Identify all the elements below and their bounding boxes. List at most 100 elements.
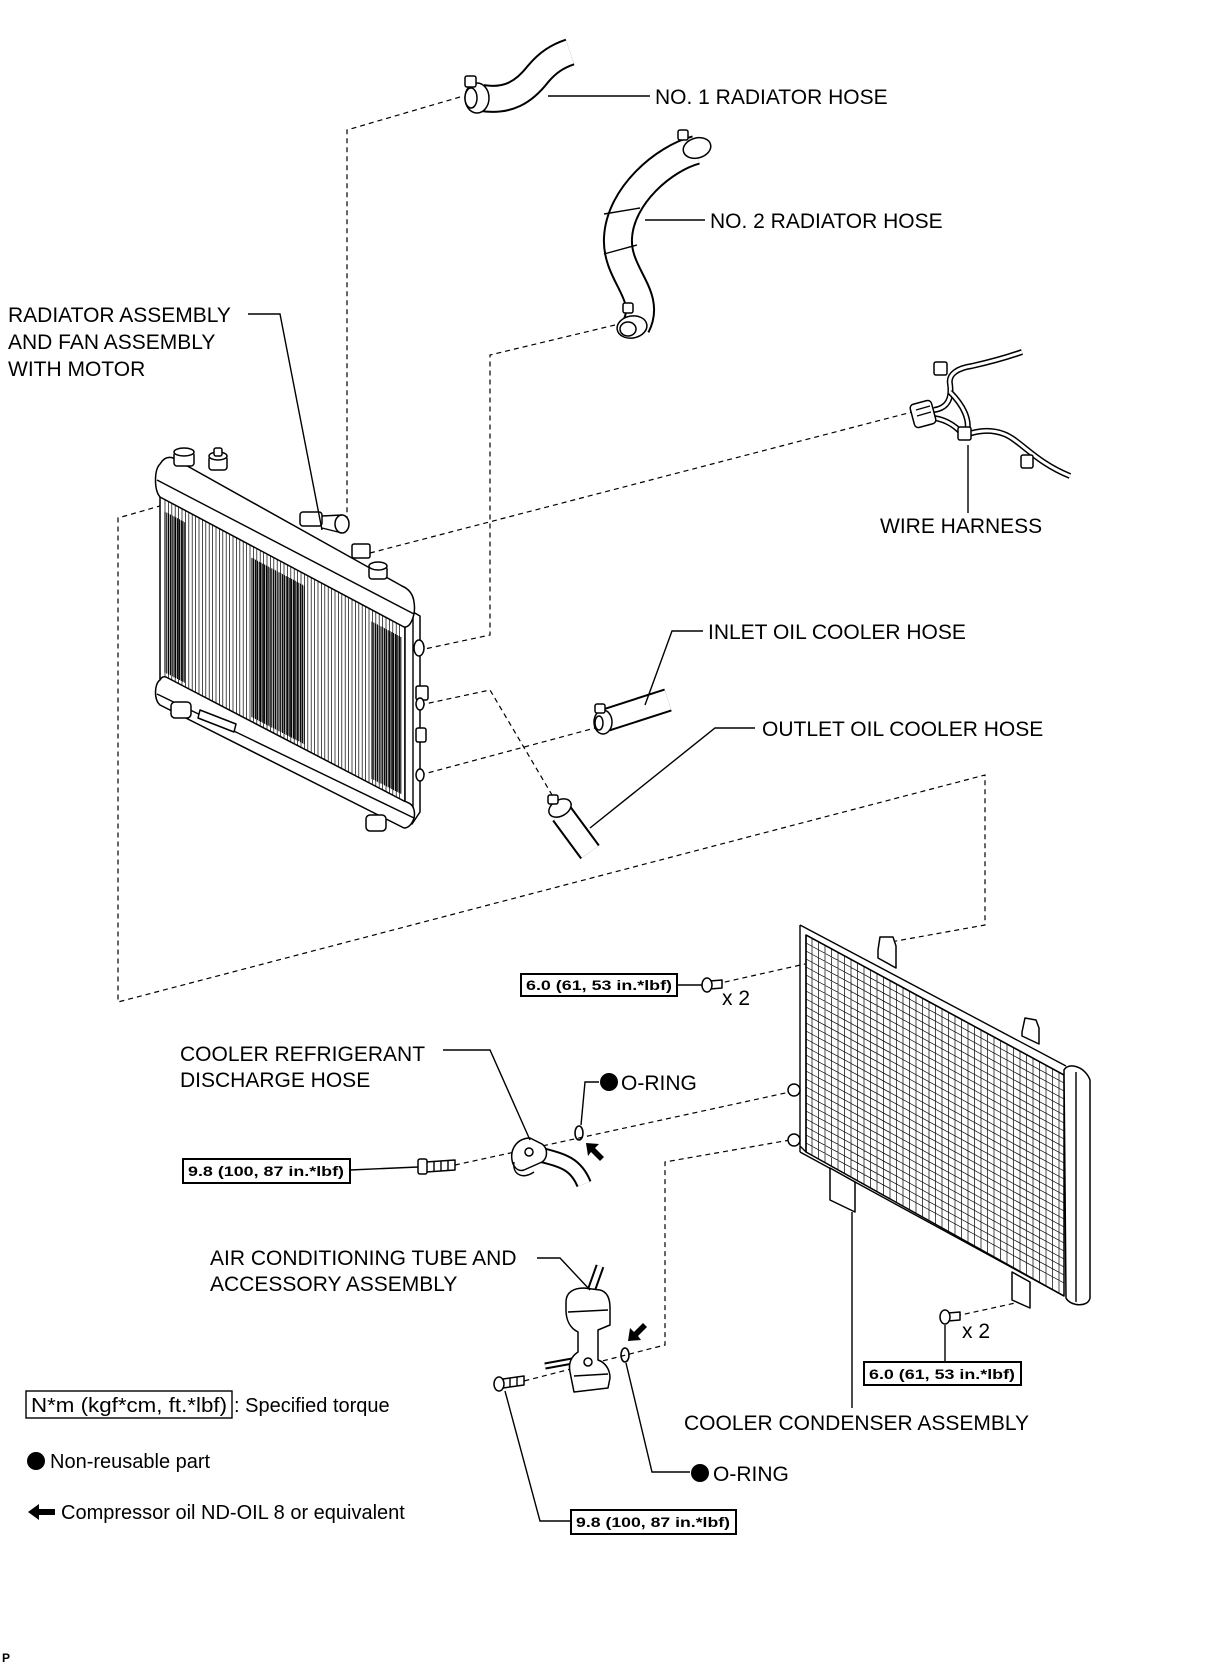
leader-o-ring-upper bbox=[580, 1081, 599, 1126]
no2-radiator-hose bbox=[603, 129, 712, 339]
quantity-condenser-upper-bolts: x 2 bbox=[722, 987, 750, 1010]
label-wire-harness: WIRE HARNESS bbox=[880, 515, 1042, 538]
dashed-line-no1-hose bbox=[346, 96, 461, 520]
ac-tube-block bbox=[565, 1287, 611, 1393]
label-no2-radiator-hose: NO. 2 RADIATOR HOSE bbox=[710, 210, 943, 233]
legend-torque-box bbox=[25, 1390, 233, 1419]
arrow-left-icon bbox=[28, 1504, 55, 1520]
label-radiator-assembly-line2: AND FAN ASSEMBLY bbox=[8, 331, 215, 354]
label-outlet-oil-cooler-hose: OUTLET OIL COOLER HOSE bbox=[762, 718, 1043, 741]
radiator-core-fin-shading bbox=[164, 511, 402, 794]
radiator-upper-tank-seam bbox=[156, 479, 415, 615]
leader-o-ring-lower bbox=[625, 1362, 690, 1473]
torque-value-condenser-lower: 6.0 (61, 53 in.*lbf) bbox=[869, 1367, 1015, 1382]
condenser-frame-top bbox=[799, 924, 1067, 1076]
condenser-lower-bracket bbox=[829, 1167, 856, 1213]
no1-radiator-hose bbox=[464, 38, 575, 114]
dashed-line-inlet-hose bbox=[419, 727, 596, 776]
leader-lines bbox=[248, 95, 969, 1522]
condenser-lower-bracket bbox=[1011, 1271, 1031, 1309]
torque-box-condenser-upper bbox=[520, 973, 678, 997]
radiator-assembly bbox=[154, 447, 429, 832]
label-cooler-condenser-assembly: COOLER CONDENSER ASSEMBLY bbox=[684, 1412, 1029, 1435]
radiator-lower-mount bbox=[170, 701, 192, 719]
dashed-line-ac-tube bbox=[519, 1139, 791, 1383]
leader-outlet-oil-cooler-hose bbox=[589, 727, 755, 829]
label-o-ring-upper: O-RING bbox=[621, 1072, 697, 1095]
hose-clamp-tab bbox=[677, 129, 689, 141]
compressor-oil-arrow-icon bbox=[628, 1323, 647, 1341]
oil-cooler-inlet-fitting bbox=[415, 768, 425, 782]
legend-torque-units: N*m (kgf*cm, ft.*lbf) bbox=[31, 1395, 227, 1417]
radiator-drain-boss bbox=[368, 561, 388, 580]
condenser-frame-left bbox=[799, 925, 807, 1152]
dashed-line-no2-hose bbox=[419, 324, 616, 651]
radiator-upper-tank bbox=[154, 456, 416, 628]
dashed-line-condenser-lower-bolt bbox=[955, 1301, 1021, 1317]
label-discharge-hose-line2: DISCHARGE HOSE bbox=[180, 1069, 370, 1092]
legend-torque-meaning: : Specified torque bbox=[234, 1395, 390, 1417]
dashed-line-condenser-upper-bolt bbox=[715, 963, 806, 985]
hose-clamp-tab bbox=[547, 794, 559, 805]
label-ac-tube-line1: AIR CONDITIONING TUBE AND bbox=[210, 1247, 516, 1270]
o-ring-lower bbox=[620, 1347, 630, 1363]
corner-mark: P bbox=[2, 1651, 10, 1665]
wire-harness bbox=[909, 349, 1072, 479]
torque-box-condenser-lower bbox=[863, 1361, 1022, 1386]
torque-value-ac-tube-bolt: 9.8 (100, 87 in.*lbf) bbox=[576, 1515, 730, 1530]
non-reusable-bullet-icon bbox=[691, 1464, 709, 1482]
label-radiator-assembly-line3: WITH MOTOR bbox=[8, 358, 145, 381]
wire-harness-clip bbox=[933, 361, 948, 376]
outlet-oil-cooler-hose bbox=[547, 794, 600, 860]
radiator-filler-neck bbox=[208, 447, 228, 471]
condenser-side-tank bbox=[1063, 1065, 1091, 1306]
ac-tube-and-accessory-assembly bbox=[544, 1264, 611, 1393]
hose-clamp-tab bbox=[594, 703, 606, 714]
label-radiator-assembly-line1: RADIATOR ASSEMBLY bbox=[8, 304, 231, 327]
condenser-upper-bracket bbox=[1021, 1017, 1040, 1045]
quantity-condenser-lower-bolts: x 2 bbox=[962, 1320, 990, 1343]
leader-torque-discharge-bolt bbox=[349, 1166, 419, 1171]
radiator-wire-connector bbox=[351, 543, 371, 559]
leader-discharge-hose bbox=[443, 1049, 531, 1141]
label-discharge-hose-line1: COOLER REFRIGERANT bbox=[180, 1043, 425, 1066]
legend-non-reusable-part: Non-reusable part bbox=[50, 1451, 211, 1473]
radiator-outlet-pipe bbox=[413, 639, 425, 657]
torque-value-discharge-hose-bolt: 9.8 (100, 87 in.*lbf) bbox=[188, 1164, 344, 1179]
condenser-mount-boss bbox=[787, 1133, 801, 1147]
radiator-cap bbox=[173, 447, 195, 467]
dashed-line-condenser-frame bbox=[117, 492, 986, 1003]
radiator-drain-pipe bbox=[197, 709, 237, 733]
label-inlet-oil-cooler-hose: INLET OIL COOLER HOSE bbox=[708, 621, 966, 644]
leader-torque-ac-tube-bolt bbox=[504, 1390, 571, 1522]
radiator-lower-tank bbox=[154, 676, 416, 829]
dashed-line-outlet-hose bbox=[419, 689, 556, 801]
cooler-refrigerant-discharge-hose bbox=[510, 1137, 592, 1188]
dashed-line-discharge-hose bbox=[454, 1091, 791, 1166]
hose-clamp-tab bbox=[464, 75, 477, 88]
label-ac-tube-line2: ACCESSORY ASSEMBLY bbox=[210, 1273, 457, 1296]
torque-specs: 6.0 (61, 53 in.*lbf) x 2 9.8 (100, 87 in… bbox=[182, 973, 1022, 1535]
hose-band bbox=[603, 207, 641, 255]
condenser-upper-bracket bbox=[877, 936, 897, 969]
oil-cooler-outlet-fitting bbox=[415, 697, 425, 711]
label-no1-radiator-hose: NO. 1 RADIATOR HOSE bbox=[655, 86, 888, 109]
torque-value-condenser-upper: 6.0 (61, 53 in.*lbf) bbox=[526, 978, 672, 993]
radiator-lower-mount bbox=[365, 814, 387, 832]
hose-clamp bbox=[682, 136, 712, 160]
dashed-assembly-lines bbox=[117, 96, 1021, 1383]
hose-clamp-tab bbox=[622, 302, 634, 314]
condenser-upper-bolt bbox=[701, 977, 723, 993]
wire-harness-clip bbox=[1020, 454, 1034, 469]
o-ring-upper bbox=[574, 1125, 584, 1141]
dashed-line-wire-harness bbox=[369, 411, 913, 554]
condenser-mount-boss bbox=[787, 1083, 801, 1097]
radiator-upper-inlet-pipe bbox=[299, 511, 350, 534]
condenser-core-fins bbox=[806, 938, 1064, 1294]
fan-motor-bracket bbox=[415, 727, 427, 743]
leader-inlet-oil-cooler-hose bbox=[644, 630, 703, 706]
compressor-oil-arrow-icon bbox=[586, 1143, 604, 1161]
legend: N*m (kgf*cm, ft.*lbf) : Specified torque… bbox=[25, 1390, 405, 1524]
part-labels: NO. 1 RADIATOR HOSE NO. 2 RADIATOR HOSE … bbox=[8, 86, 1043, 1486]
